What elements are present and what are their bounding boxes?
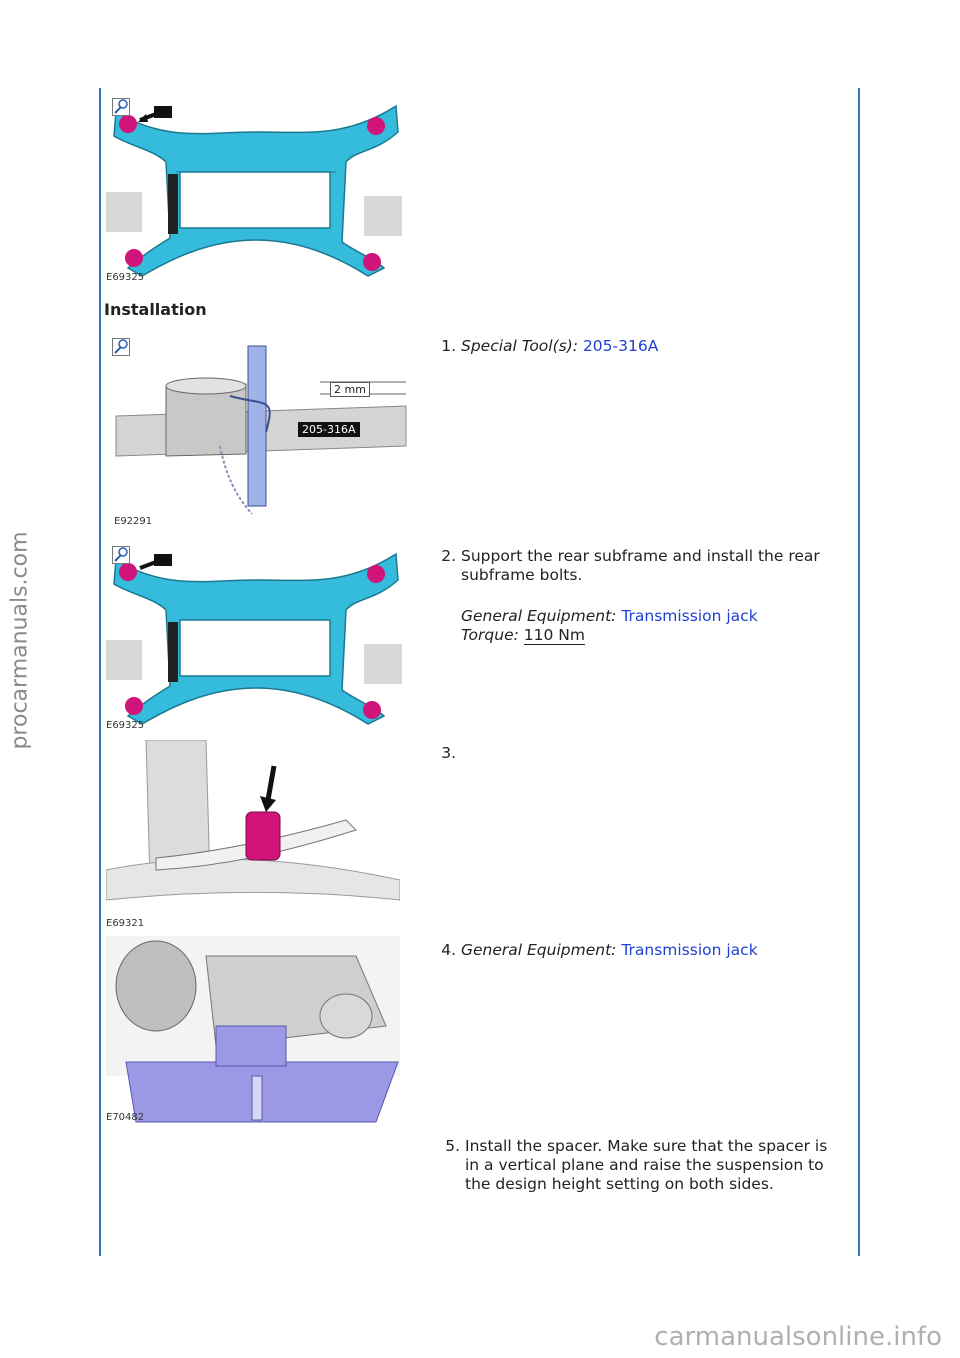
step-5: 5. Install the spacer. Make sure that th… (436, 1137, 856, 1197)
step-number: 1. (441, 337, 456, 355)
transmission-jack-illustration (106, 936, 400, 1123)
step-number: 3. (441, 744, 456, 762)
step-2: 2. Support the rear subframe and install… (432, 547, 852, 647)
figure-code: E69325 (106, 720, 145, 731)
spacer-tool-illustration (115, 345, 407, 515)
left-border-rule (99, 88, 101, 1256)
bracket-illustration (106, 740, 400, 901)
tool-callout: 205-316A (298, 422, 360, 437)
step-text: Support the rear subframe and install th… (461, 547, 820, 584)
figure-code: E92291 (114, 516, 153, 527)
bottom-watermark: carmanualsonline.info (654, 1322, 942, 1352)
gap-callout: 2 mm (330, 382, 370, 397)
zoom-icon[interactable] (112, 338, 130, 356)
equipment-label: General Equipment: (461, 607, 617, 625)
step-4: 4. General Equipment: Transmission jack (432, 941, 852, 961)
subframe-illustration (106, 552, 402, 725)
figure-code: E70482 (106, 1112, 145, 1123)
subframe-illustration (106, 104, 402, 277)
step-1: 1. Special Tool(s): 205-316A (432, 337, 852, 357)
special-tool-link[interactable]: 205-316A (582, 337, 659, 355)
right-border-rule (858, 88, 860, 1256)
step-number: 4. (441, 941, 456, 959)
special-tool-label: Special Tool(s): (461, 337, 578, 355)
step-text: Install the spacer. Make sure that the s… (465, 1137, 828, 1193)
step-number: 2. (441, 547, 456, 565)
section-title: Installation (104, 300, 207, 319)
equipment-link[interactable]: Transmission jack (621, 607, 758, 625)
figure-code: E69321 (106, 918, 145, 929)
torque-value: 110 Nm (523, 626, 585, 645)
zoom-icon[interactable] (112, 546, 130, 564)
subframe-bolts-figure: E69325 (106, 540, 402, 734)
figure-code: E69325 (106, 272, 145, 283)
torque-label: Torque: (461, 626, 519, 644)
equipment-link[interactable]: Transmission jack (621, 941, 758, 959)
zoom-icon[interactable] (112, 98, 130, 116)
side-watermark: procarmanuals.com (7, 530, 33, 750)
equipment-label: General Equipment: (461, 941, 617, 959)
subframe-figure-top: E69325 (106, 92, 402, 286)
spacer-tool-figure: 2 mm 205-316A E92291 (106, 336, 408, 530)
transmission-jack-figure: E70482 (106, 936, 400, 1126)
step-number: 5. (445, 1137, 460, 1155)
bracket-figure: E69321 (106, 740, 400, 932)
step-3: 3. (432, 744, 852, 764)
